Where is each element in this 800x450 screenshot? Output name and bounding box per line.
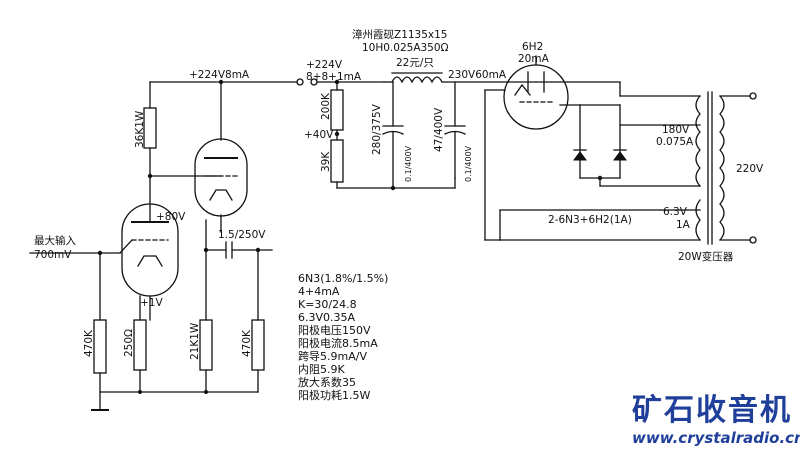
cathode-bias-label: +1V <box>140 297 163 309</box>
coupling-capacitor <box>205 241 273 259</box>
coupling-cap-label: 1.5/250V <box>218 229 266 241</box>
transformer-label: 20W变压器 <box>678 250 734 263</box>
r-250-label: 250Ω <box>123 329 135 357</box>
hv-winding-current-label: 0.075A <box>656 136 694 148</box>
watermark-name: 矿石收音机 <box>632 393 792 428</box>
resistor-39k <box>330 139 344 183</box>
r-21k-label: 21K1W <box>189 322 201 360</box>
spec-line: 阳极电压150V <box>298 323 371 337</box>
choke-price-label: 22元/只 <box>396 57 434 69</box>
spec-line: 放大系数35 <box>298 375 356 389</box>
b-plus-label: 230V60mA <box>448 69 507 81</box>
spec-line: 4+4mA <box>298 285 340 298</box>
hv-winding-voltage-label: 180V <box>662 124 690 136</box>
power-transformer <box>695 91 757 245</box>
cap1-small-label: 0.1/400V <box>404 145 413 182</box>
cap1-label: 280/375V <box>371 103 383 155</box>
r-36k-label: 36K1W <box>134 110 146 148</box>
spec-line: K=30/24.8 <box>298 298 357 311</box>
heater-note-label: 2-6N3+6H2(1A) <box>548 214 632 226</box>
r-470k-right-label: 470K <box>241 329 253 357</box>
heater-current-label: 1A <box>676 219 691 231</box>
max-input-label: 最大输入 <box>34 234 76 247</box>
grid-bias-label: +80V <box>156 211 186 223</box>
resistor-250 <box>133 319 147 371</box>
choke-model-label: 漳州霞砚Z1135x15 <box>352 28 448 41</box>
cap2-small-label: 0.1/400V <box>464 145 473 182</box>
r-39k-label: 39K <box>320 151 332 172</box>
rectifier-current-label: 20mA <box>518 53 550 65</box>
tube-specs: 6N3(1.8%/1.5%) 4+4mA K=30/24.8 6.3V0.35A… <box>298 272 388 402</box>
rectifier-name-label: 6H2 <box>522 41 543 53</box>
spec-line: 阳极电流8.5mA <box>298 336 378 350</box>
supply-current-label: 8+8+1mA <box>306 71 362 83</box>
choke-spec-label: 10H0.025A350Ω <box>362 42 449 54</box>
top-rail-wire <box>149 78 385 86</box>
bias-40v-label: +40V <box>304 129 334 141</box>
top-rail-label: +224V8mA <box>189 69 250 81</box>
input-wiring <box>29 250 121 411</box>
primary-voltage-label: 220V <box>736 163 764 175</box>
supply-voltage-label: +224V <box>306 59 343 71</box>
rectifier-tube-6h2 <box>503 64 569 130</box>
watermark-url: www.crystalradio.cn <box>632 429 800 447</box>
resistor-200k <box>330 89 344 131</box>
heater-voltage-label: 6.3V <box>663 206 688 218</box>
rectifier-diodes <box>573 104 627 181</box>
max-input-voltage: 700mV <box>34 249 72 261</box>
spec-line: 6.3V0.35A <box>298 311 356 324</box>
spec-line: 6N3(1.8%/1.5%) <box>298 272 388 285</box>
spec-line: 跨导5.9mA/V <box>298 350 367 363</box>
resistor-470k-right <box>251 319 265 371</box>
filter-capacitor-1 <box>382 81 404 189</box>
triode-tube-1 <box>119 203 179 297</box>
resistor-21k <box>199 319 213 371</box>
filter-capacitor-2 <box>444 81 466 179</box>
filter-choke <box>383 72 621 84</box>
triode-tube-2 <box>194 138 248 217</box>
cap2-label: 47/400V <box>433 107 445 152</box>
rail-terminal-left <box>296 78 304 86</box>
spec-line: 阳极功耗1.5W <box>298 388 370 402</box>
r-470k-left-label: 470K <box>83 329 95 357</box>
resistor-470k-left <box>93 319 107 374</box>
r-200k-label: 200K <box>320 92 332 120</box>
spec-line: 内阻5.9K <box>298 362 345 376</box>
